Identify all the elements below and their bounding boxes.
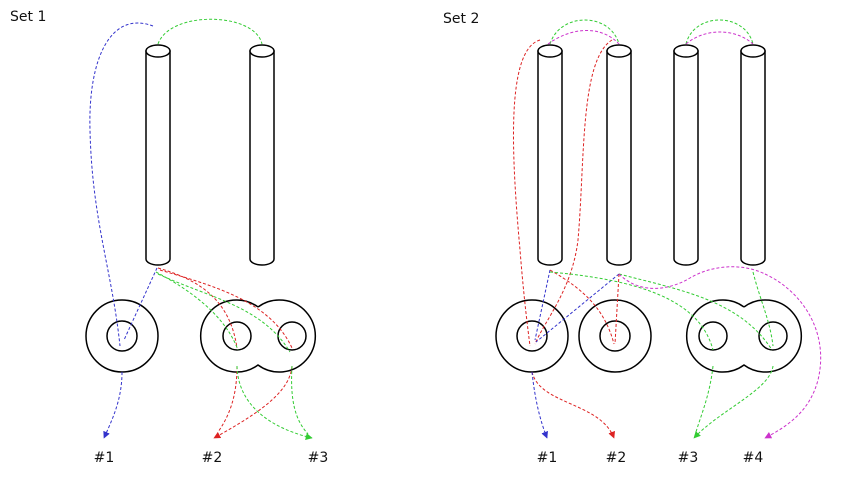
- set-1-output-2-label: #2: [202, 450, 223, 466]
- set-2-title: Set 2: [443, 11, 479, 27]
- set-1-title: Set 1: [10, 9, 46, 25]
- set-2-double-ring: [685, 299, 803, 373]
- set-2-wire-blue-out: [531, 371, 548, 439]
- set-1-ring: [85, 299, 159, 373]
- set-1-output-3-label: #3: [308, 450, 329, 466]
- set-1-wire-red-out: [213, 365, 293, 439]
- set-2-output-3-label: #3: [678, 450, 699, 466]
- set-1-wire-green-1: [155, 271, 239, 351]
- set-2-wire-magenta-top-1: [547, 30, 620, 45]
- set-2-wire-green-out: [693, 365, 774, 439]
- set-1-pillar-1: [145, 44, 171, 266]
- set-1-wire-green-top: [157, 18, 263, 45]
- set-2-wire-green-mid-2: [618, 273, 773, 351]
- set-1-wire-green-out-2: [291, 365, 309, 435]
- set-1-wire-red-1: [157, 267, 238, 349]
- set-1-wire-green-2: [157, 273, 291, 353]
- set-2-wire-green-out-2: [695, 365, 714, 433]
- set-1-output-1-label: #1: [94, 450, 115, 466]
- set-2-wire-red-loop-2: [534, 39, 613, 345]
- set-2-wire-magenta-mid: [618, 266, 766, 289]
- set-2-pillar-4: [740, 44, 766, 266]
- set-2-pillar-2: [606, 44, 632, 266]
- set-2-wire-green-top-1: [549, 19, 620, 45]
- set-2-wire-magenta-out: [764, 273, 822, 439]
- set-2-pillar-3: [673, 44, 699, 266]
- set-1-wire-green-out: [236, 365, 313, 440]
- set-1-wire-blue-diag: [123, 267, 158, 341]
- set-2-output-1-label: #1: [537, 450, 558, 466]
- set-2-wire-green-mid-3: [752, 271, 774, 347]
- set-2-output-2-label: #2: [606, 450, 627, 466]
- set-1-wire-blue-loop: [89, 22, 154, 347]
- set-2-wire-red-loop-1: [513, 39, 541, 347]
- set-2-wire-blue-1: [534, 269, 551, 341]
- set-2-wire-magenta-top-2: [685, 31, 754, 45]
- set-2-ring-1: [495, 299, 569, 373]
- set-1-pillar-2: [249, 44, 275, 266]
- set-1-wire-red-out-2: [217, 365, 238, 433]
- set-2: Set 2: [443, 11, 822, 466]
- set-2-wire-red-mid-2: [614, 273, 620, 345]
- set-1: Set 1: [10, 9, 328, 466]
- set-2-pillar-1: [537, 44, 563, 266]
- set-1-double-ring: [199, 299, 317, 373]
- set-1-wire-blue-out: [103, 371, 123, 439]
- set-2-output-4-label: #4: [743, 450, 764, 466]
- set-2-wire-red-mid-1: [549, 269, 615, 345]
- set-2-wire-red-out-1: [531, 371, 615, 439]
- set-1-wire-red-2: [159, 269, 293, 349]
- set-2-wire-blue-2: [535, 273, 620, 343]
- set-2-wire-green-mid-1: [549, 271, 714, 351]
